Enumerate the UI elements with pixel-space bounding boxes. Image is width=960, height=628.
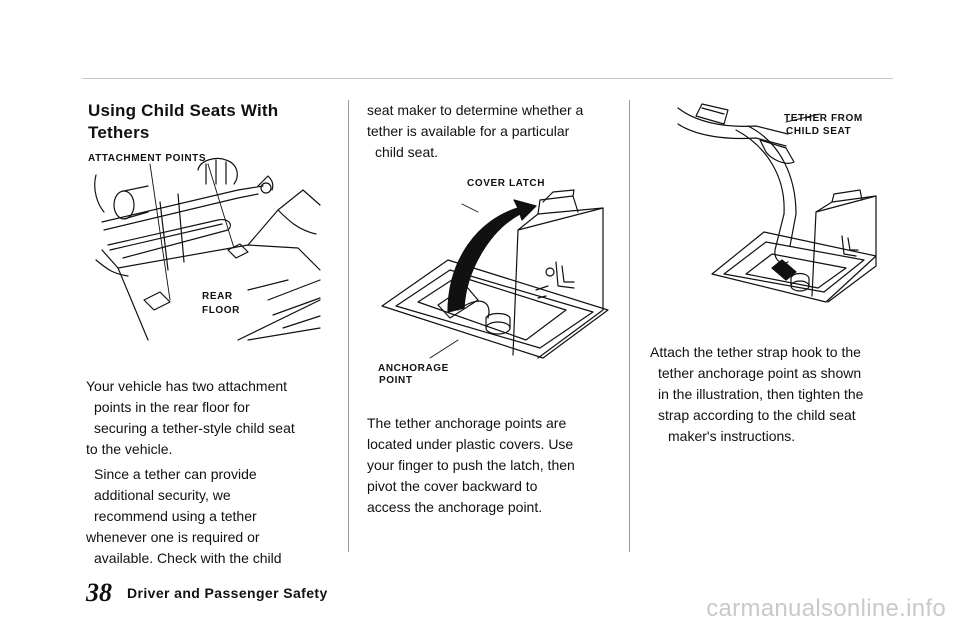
- text-line: available. Check with the child: [94, 550, 282, 566]
- text-line: points in the rear floor for: [94, 399, 250, 415]
- text-line: maker's instructions.: [668, 428, 796, 444]
- attach-instructions-paragraph: Attach the tether strap hook to the teth…: [650, 342, 863, 447]
- column-divider-right: [629, 100, 630, 552]
- floor-label: FLOOR: [202, 305, 240, 316]
- text-line: securing a tether-style child seat: [94, 420, 295, 436]
- text-line: tether anchorage point as shown: [658, 365, 862, 381]
- page-number: 38: [86, 578, 112, 607]
- text-line: additional security, we: [94, 487, 231, 503]
- tether-from-label: TETHER FROM: [784, 113, 863, 124]
- text-line: pivot the cover backward to: [367, 478, 538, 494]
- heading-line-2: Tethers: [88, 123, 150, 142]
- rear-floor-illustration: [88, 150, 323, 345]
- text-line: access the anchorage point.: [367, 499, 543, 515]
- text-line: in the illustration, then tighten the: [658, 386, 864, 402]
- child-seat-label: CHILD SEAT: [786, 126, 852, 137]
- tether-hook-illustration: [676, 96, 886, 316]
- text-line: Attach the tether strap hook to the: [650, 344, 861, 360]
- text-line: your finger to push the latch, then: [367, 457, 575, 473]
- attachment-points-label: ATTACHMENT POINTS: [88, 153, 207, 164]
- cover-latch-illustration: [378, 190, 613, 360]
- top-rule: [82, 78, 893, 79]
- watermark: carmanualsonline.info: [706, 595, 946, 622]
- text-line: recommend using a tether: [94, 508, 257, 524]
- text-line: seat maker to determine whether a: [367, 102, 584, 118]
- text-line: to the vehicle.: [86, 441, 173, 457]
- seat-maker-paragraph: seat maker to determine whether a tether…: [367, 100, 583, 163]
- anchorage-label: ANCHORAGE: [378, 363, 449, 374]
- text-line: child seat.: [375, 144, 439, 160]
- section-title: Driver and Passenger Safety: [127, 585, 328, 601]
- section-heading: Using Child Seats With Tethers: [88, 100, 328, 144]
- rear-label: REAR: [202, 291, 233, 302]
- text-line: whenever one is required or: [86, 529, 260, 545]
- column-divider-left: [348, 100, 349, 552]
- cover-latch-label: COVER LATCH: [467, 178, 546, 189]
- point-label: POINT: [379, 375, 413, 386]
- heading-line-1: Using Child Seats With: [88, 101, 279, 120]
- text-line: Your vehicle has two attachment: [86, 378, 288, 394]
- intro-paragraph: Your vehicle has two attachment points i…: [86, 376, 295, 460]
- text-line: located under plastic covers. Use: [367, 436, 574, 452]
- text-line: strap according to the child seat: [658, 407, 856, 423]
- text-line: Since a tether can provide: [94, 466, 257, 482]
- text-line: tether is available for a particular: [367, 123, 570, 139]
- security-paragraph: Since a tether can provide additional se…: [86, 464, 282, 569]
- anchorage-paragraph: The tether anchorage points are located …: [367, 413, 575, 518]
- text-line: The tether anchorage points are: [367, 415, 567, 431]
